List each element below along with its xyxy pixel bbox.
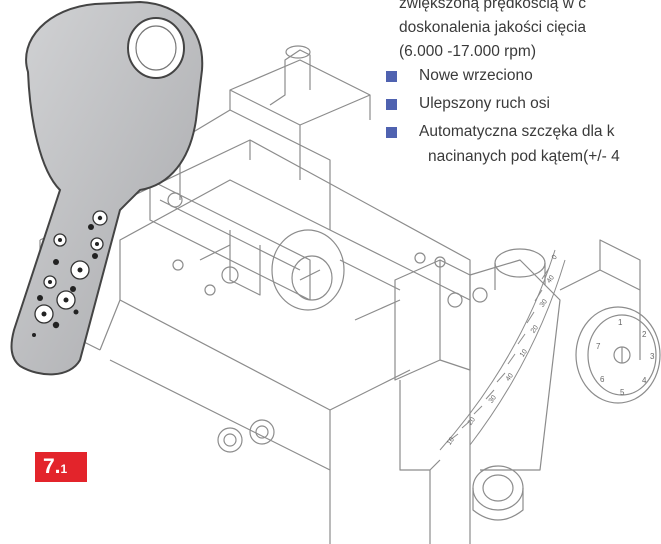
knob-dial xyxy=(575,306,661,404)
figure-number: 7. xyxy=(43,455,61,478)
knob-number: 1 xyxy=(618,318,623,327)
figure-number-badge: 7.1 xyxy=(35,452,87,482)
knob-number: 6 xyxy=(600,375,605,384)
bullet-item-2: Ulepszony ruch osi xyxy=(419,95,550,112)
knob-number: 5 xyxy=(620,388,625,397)
bullet-marker xyxy=(386,71,397,82)
knob-number: 3 xyxy=(650,352,655,361)
bullet-marker xyxy=(386,99,397,110)
text-line-1: zwiększoną prędkością w c xyxy=(399,0,586,12)
knob-number: 2 xyxy=(642,330,647,339)
figure-subnumber: 1 xyxy=(60,462,68,476)
bullet-item-3-continued: nacinanych pod kątem(+/- 4 xyxy=(428,148,620,165)
knob-number: 4 xyxy=(642,376,647,385)
key-body xyxy=(10,0,204,376)
text-line-2: doskonalenia jakości cięcia xyxy=(399,19,586,36)
text-line-3: (6.000 -17.000 rpm) xyxy=(399,43,536,60)
bullet-marker xyxy=(386,127,397,138)
knob-number: 7 xyxy=(596,342,601,351)
bullet-item-3: Automatyczna szczęka dla k xyxy=(419,123,615,140)
bullet-item-1: Nowe wrzeciono xyxy=(419,67,533,84)
